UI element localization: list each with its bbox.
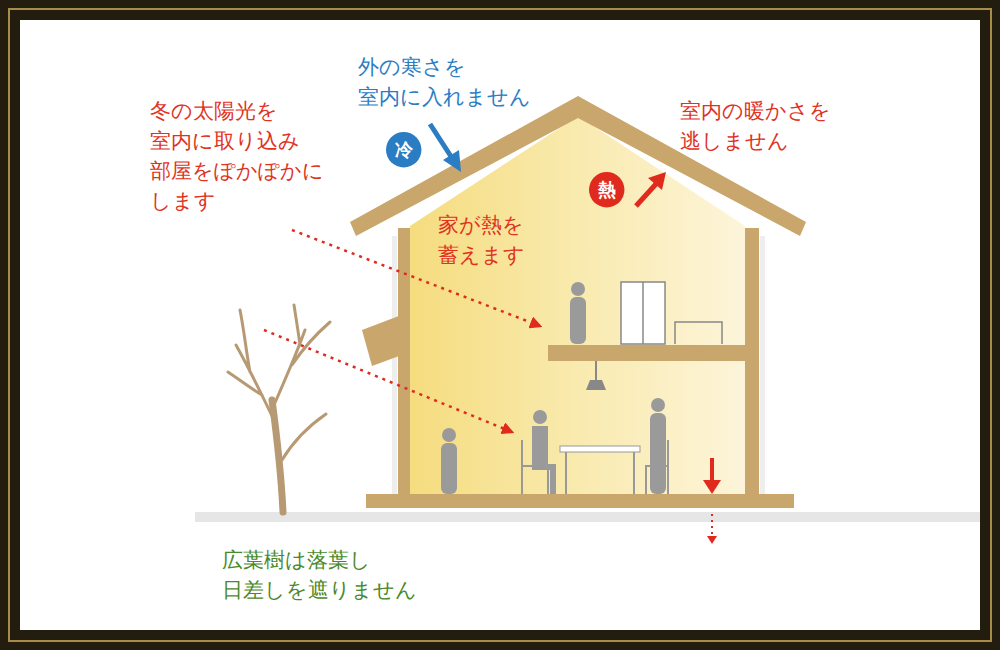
callout-text: 室内の暖かさを 逃しません — [680, 96, 831, 156]
cold-arrow — [430, 124, 452, 158]
sunlight-ray — [292, 230, 540, 326]
ground — [195, 512, 980, 522]
person-seated — [532, 426, 556, 494]
left-wall — [398, 228, 410, 496]
ground-floor-slab — [366, 494, 794, 508]
upper-floor — [548, 345, 748, 361]
callout-line: します — [150, 186, 324, 216]
symbol-text: 冷 — [395, 141, 413, 159]
heat-arrow — [636, 184, 656, 206]
floor-dotted-head — [707, 536, 717, 544]
symbol-text: 熱 — [598, 181, 616, 199]
callout-text: 冬の太陽光を 室内に取り込み 部屋をぽかぽかに します — [150, 96, 324, 216]
person-body — [441, 443, 457, 494]
callout-text: 広葉樹は落葉し 日差しを遮りません — [222, 545, 417, 605]
callout-line: 蓄えます — [438, 240, 525, 270]
callout-line: 冬の太陽光を — [150, 96, 324, 126]
callout-text: 家が熱を 蓄えます — [438, 210, 525, 270]
circle-fill — [386, 132, 421, 167]
table-leg — [565, 452, 567, 494]
callout-text: 外の寒さを 室内に入れません — [358, 52, 531, 112]
people — [441, 282, 666, 494]
lamp — [586, 380, 606, 390]
person-head — [651, 398, 665, 412]
sunlight-ray — [264, 330, 512, 432]
tree-branches — [228, 305, 330, 460]
heat-arrowhead — [648, 172, 666, 190]
person-body — [650, 413, 666, 494]
railing — [675, 322, 722, 344]
person-head — [571, 282, 585, 296]
callout-line: 逃しません — [680, 126, 831, 156]
frame-inner — [20, 20, 980, 630]
callout-line: 部屋をぽかぽかに — [150, 156, 324, 186]
circle-fill — [589, 172, 624, 207]
cold-arrowhead — [443, 150, 461, 172]
table — [560, 446, 640, 452]
callout-line: 室内に入れません — [358, 82, 531, 112]
person-head — [442, 428, 456, 442]
floor-dotted — [711, 514, 713, 534]
window-awning — [362, 314, 410, 366]
symbol-circle: 熱 — [589, 172, 624, 207]
symbol-circle: 冷 — [386, 132, 421, 167]
callout-line: 室内に取り込み — [150, 126, 324, 156]
table-leg — [633, 452, 635, 494]
floor-arrowhead — [703, 480, 721, 494]
right-wall — [745, 228, 759, 496]
right-post — [760, 236, 765, 494]
door-split — [642, 282, 644, 344]
person-head — [533, 410, 547, 424]
frame-gold-line — [9, 9, 991, 641]
callout-line: 日差しを遮りません — [222, 575, 417, 605]
door — [621, 282, 665, 344]
callout-line: 室内の暖かさを — [680, 96, 831, 126]
callout-line: 広葉樹は落葉し — [222, 545, 417, 575]
person-body — [570, 297, 586, 344]
callout-line: 家が熱を — [438, 210, 525, 240]
left-post — [392, 236, 397, 494]
callout-line: 外の寒さを — [358, 52, 531, 82]
lamp-cord — [595, 361, 597, 380]
floor-arrow — [710, 458, 714, 482]
